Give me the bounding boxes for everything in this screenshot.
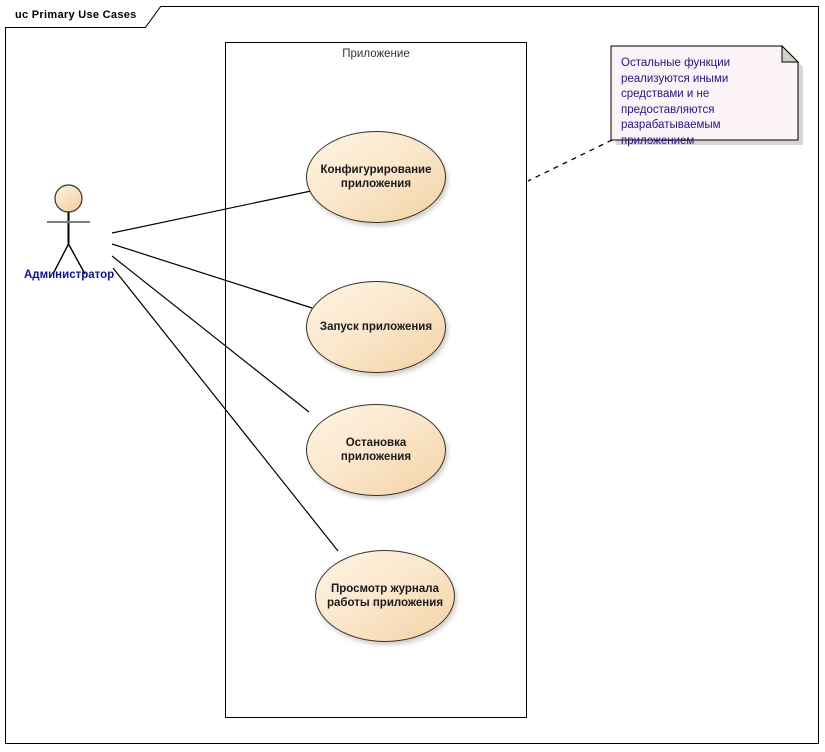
- frame-tab-slant-icon: [145, 6, 161, 28]
- use-case-label: Остановка приложения: [340, 437, 412, 463]
- use-case-start-application[interactable]: Запуск приложения: [306, 281, 446, 373]
- system-boundary-label: Приложение: [342, 48, 410, 60]
- use-case-view-application-log[interactable]: Просмотр журнала работы приложения: [315, 550, 455, 642]
- use-case-stop-application[interactable]: Остановка приложения: [306, 404, 446, 496]
- note-text: Остальные функции реализуются иными сред…: [621, 57, 731, 147]
- diagram-frame: [5, 6, 819, 744]
- use-case-configure-application[interactable]: Конфигурирование приложения: [306, 131, 446, 223]
- use-case-label: Конфигурирование приложения: [320, 164, 432, 190]
- actor-label: Администратор: [24, 269, 115, 281]
- note-comment[interactable]: Остальные функции реализуются иными сред…: [611, 46, 798, 147]
- frame-tab-label: uc Primary Use Cases: [15, 9, 137, 21]
- use-case-label: Запуск приложения: [319, 321, 433, 333]
- frame-tab-body: [5, 6, 145, 28]
- use-case-label: Просмотр журнала работы приложения: [326, 583, 444, 609]
